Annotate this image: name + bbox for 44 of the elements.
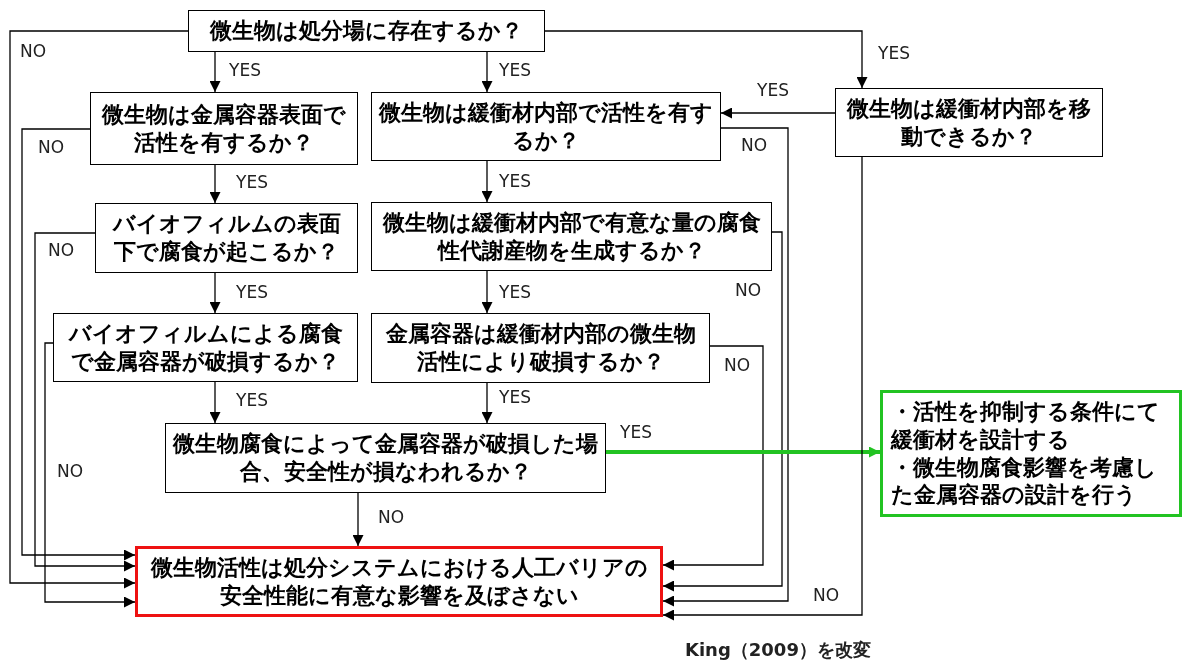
box-text: バイオフィルムの表面下で腐食が起こるか？: [111, 210, 342, 266]
arrow: [544, 30, 868, 89]
arrow: [34, 232, 136, 572]
arrow: [662, 231, 783, 592]
bullet-item: ・活性を抑制する条件にて緩衝材を設計する: [891, 397, 1161, 454]
box-text: 微生物は緩衝材内部で有意な量の腐食性代謝産物を生成するか？: [381, 208, 762, 265]
recommendation-box: [880, 390, 1182, 517]
question-box: [95, 203, 358, 273]
box-text: 微生物は金属容器表面で活性を有するか？: [100, 100, 347, 157]
box-text: 微生物は緩衝材内部を移動できるか？: [845, 94, 1092, 151]
arrow: [606, 446, 880, 458]
arrow: [481, 270, 493, 314]
box-text: 微生物活性は処分システムにおける人工バリアの安全性能に有意な影響を及ぼさない: [149, 553, 649, 610]
question-box: [371, 202, 772, 271]
conclusion-box: [135, 546, 663, 617]
arrow: [662, 156, 863, 621]
bullet-item: ・微生物腐食影響を考慮した金属容器の設計を行う: [891, 453, 1158, 510]
box-text: バイオフィルムによる腐食で金属容器が破損するか？: [67, 319, 344, 376]
box-text: 微生物は処分場に存在するか？: [210, 17, 523, 45]
arrow: [209, 272, 221, 314]
arrow: [209, 51, 221, 93]
question-box: [53, 313, 358, 382]
arrow: [352, 492, 364, 547]
question-box: [90, 92, 358, 165]
arrow: [662, 127, 789, 607]
arrow: [9, 30, 189, 589]
question-box: [835, 88, 1103, 157]
question-box: [371, 92, 721, 161]
box-text: 微生物腐食によって金属容器が破損した場合、安全性が損なわれるか？: [172, 430, 599, 486]
arrow: [44, 342, 136, 608]
arrow: [720, 107, 836, 119]
question-box: [188, 10, 545, 52]
arrow: [481, 382, 493, 424]
source-note: King（2009）を改変: [685, 640, 871, 660]
question-box: [371, 313, 710, 383]
arrow: [481, 51, 493, 93]
arrow: [21, 128, 136, 561]
box-text: 微生物は緩衝材内部で活性を有するか？: [378, 98, 714, 155]
arrow: [209, 164, 221, 204]
box-text: 金属容器は緩衝材内部の微生物活性により破損するか？: [384, 320, 697, 376]
arrow: [481, 160, 493, 203]
arrow: [209, 381, 221, 424]
arrow: [662, 345, 764, 571]
question-box: [165, 423, 606, 493]
